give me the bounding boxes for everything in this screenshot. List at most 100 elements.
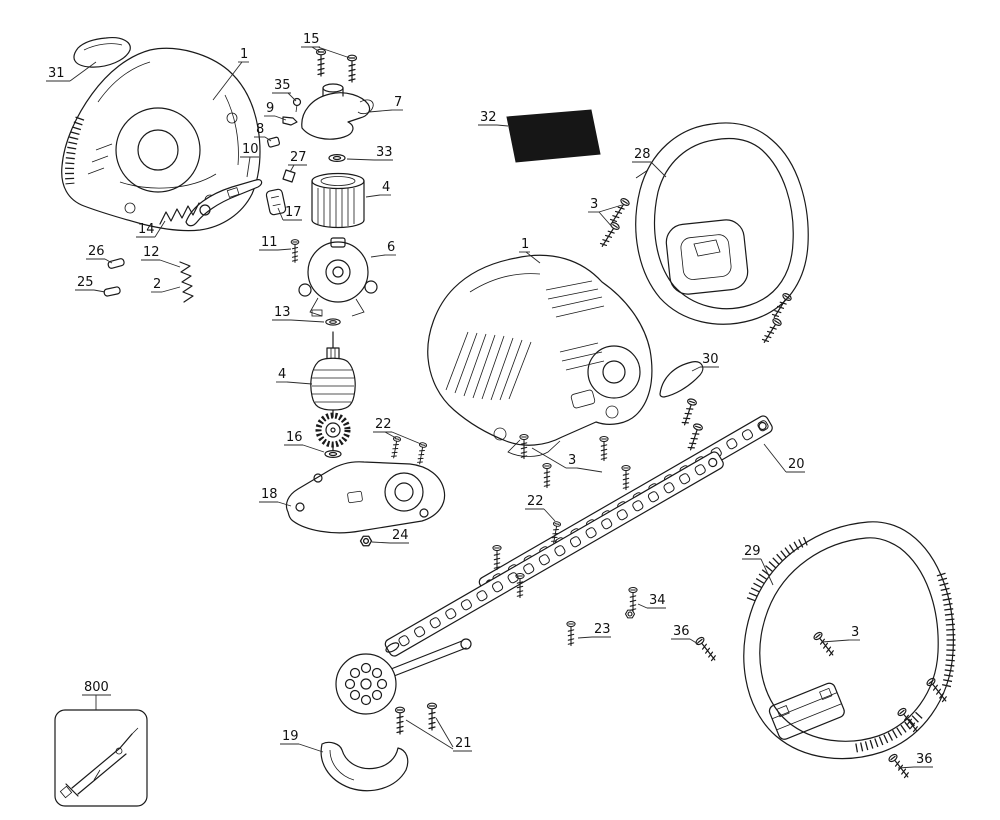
callout-14: 14 xyxy=(136,220,166,238)
svg-text:12: 12 xyxy=(143,245,160,260)
main-housing xyxy=(427,254,653,457)
svg-text:17: 17 xyxy=(285,205,302,220)
callout-31: 31 xyxy=(46,61,97,82)
armature xyxy=(310,331,356,451)
screws-15 xyxy=(315,48,358,83)
svg-text:36: 36 xyxy=(916,752,933,767)
callout-19: 19 xyxy=(280,729,324,753)
callout-36-bottom-right: 36 xyxy=(897,752,933,769)
svg-text:4: 4 xyxy=(278,367,286,382)
svg-text:1: 1 xyxy=(240,47,248,62)
callout-4-field: 4 xyxy=(365,180,391,198)
svg-text:8: 8 xyxy=(256,122,264,137)
callout-3-right: 3 xyxy=(821,625,860,643)
callout-34: 34 xyxy=(637,593,666,609)
guard-19 xyxy=(320,741,409,792)
callout-22-upper: 22 xyxy=(373,417,422,445)
callout-9: 9 xyxy=(264,101,287,121)
svg-text:28: 28 xyxy=(634,147,651,162)
svg-text:23: 23 xyxy=(594,622,611,637)
svg-text:19: 19 xyxy=(282,729,299,744)
clip-26 xyxy=(107,258,125,269)
callout-21: 21 xyxy=(405,717,472,752)
svg-text:35: 35 xyxy=(274,78,291,93)
svg-text:3: 3 xyxy=(590,197,598,212)
svg-text:34: 34 xyxy=(649,593,666,608)
callout-16: 16 xyxy=(284,430,325,453)
cam-disc xyxy=(335,653,397,715)
svg-text:33: 33 xyxy=(376,145,393,160)
callout-3-rear: 3 xyxy=(588,197,623,229)
callout-8: 8 xyxy=(254,122,272,142)
callout-7: 7 xyxy=(368,95,403,113)
svg-text:15: 15 xyxy=(303,32,320,47)
callouts: 31 1 15 35 9 8 7 10 27 33 4 xyxy=(46,32,933,769)
svg-text:14: 14 xyxy=(138,222,155,237)
svg-text:1: 1 xyxy=(521,237,529,252)
callout-11: 11 xyxy=(259,235,292,251)
lubricator-box xyxy=(54,709,148,807)
svg-text:3: 3 xyxy=(851,625,859,640)
callout-13: 13 xyxy=(272,305,325,323)
svg-text:26: 26 xyxy=(88,244,105,259)
svg-text:31: 31 xyxy=(48,66,65,81)
callout-32: 32 xyxy=(478,110,509,127)
screws-21 xyxy=(394,702,438,735)
clip-25 xyxy=(103,286,121,297)
callout-27: 27 xyxy=(288,150,307,173)
callout-1-main: 1 xyxy=(519,237,541,264)
callout-800: 800 xyxy=(82,680,111,710)
screw-11 xyxy=(290,239,300,263)
left-housing-half xyxy=(61,47,261,232)
svg-text:3: 3 xyxy=(568,453,576,468)
switch-housing xyxy=(301,83,374,140)
svg-text:2: 2 xyxy=(153,277,161,292)
spring-12-2 xyxy=(179,261,194,303)
callout-3-mid: 3 xyxy=(531,447,603,473)
svg-text:27: 27 xyxy=(290,150,307,165)
svg-text:20: 20 xyxy=(788,457,805,472)
callout-17: 17 xyxy=(277,205,302,221)
callout-10: 10 xyxy=(240,142,259,178)
callout-18: 18 xyxy=(259,487,292,507)
clip-27 xyxy=(282,169,296,183)
washer-16 xyxy=(324,450,342,458)
svg-text:6: 6 xyxy=(387,240,395,255)
callout-30: 30 xyxy=(691,352,719,372)
washer-33 xyxy=(328,154,346,162)
screws-30 xyxy=(679,397,704,452)
callout-15: 15 xyxy=(301,32,351,59)
callout-20: 20 xyxy=(763,443,805,473)
motor-field xyxy=(311,172,365,229)
svg-text:800: 800 xyxy=(84,680,109,695)
svg-text:30: 30 xyxy=(702,352,719,367)
svg-text:11: 11 xyxy=(261,235,278,250)
svg-text:9: 9 xyxy=(266,101,274,116)
block-8 xyxy=(267,136,281,148)
callout-35: 35 xyxy=(272,78,297,102)
callout-2: 2 xyxy=(151,277,181,293)
callout-22-lower: 22 xyxy=(525,494,556,522)
svg-text:21: 21 xyxy=(455,736,472,751)
washer-13 xyxy=(325,318,341,326)
callout-26: 26 xyxy=(86,244,113,264)
svg-text:24: 24 xyxy=(392,528,409,543)
cover-30 xyxy=(659,361,704,398)
screws-22-upper xyxy=(389,435,428,466)
callout-36-left: 36 xyxy=(671,624,699,645)
bracket-9 xyxy=(282,116,298,126)
svg-text:25: 25 xyxy=(77,275,94,290)
grommet-35 xyxy=(292,97,302,113)
spring-14 xyxy=(159,202,200,225)
callout-24: 24 xyxy=(371,528,409,544)
svg-text:7: 7 xyxy=(394,95,402,110)
svg-text:13: 13 xyxy=(274,305,291,320)
svg-text:22: 22 xyxy=(527,494,544,509)
nameplate xyxy=(506,109,601,163)
callout-6: 6 xyxy=(370,240,396,258)
svg-text:36: 36 xyxy=(673,624,690,639)
rear-handle xyxy=(635,122,809,325)
svg-text:10: 10 xyxy=(242,142,259,157)
